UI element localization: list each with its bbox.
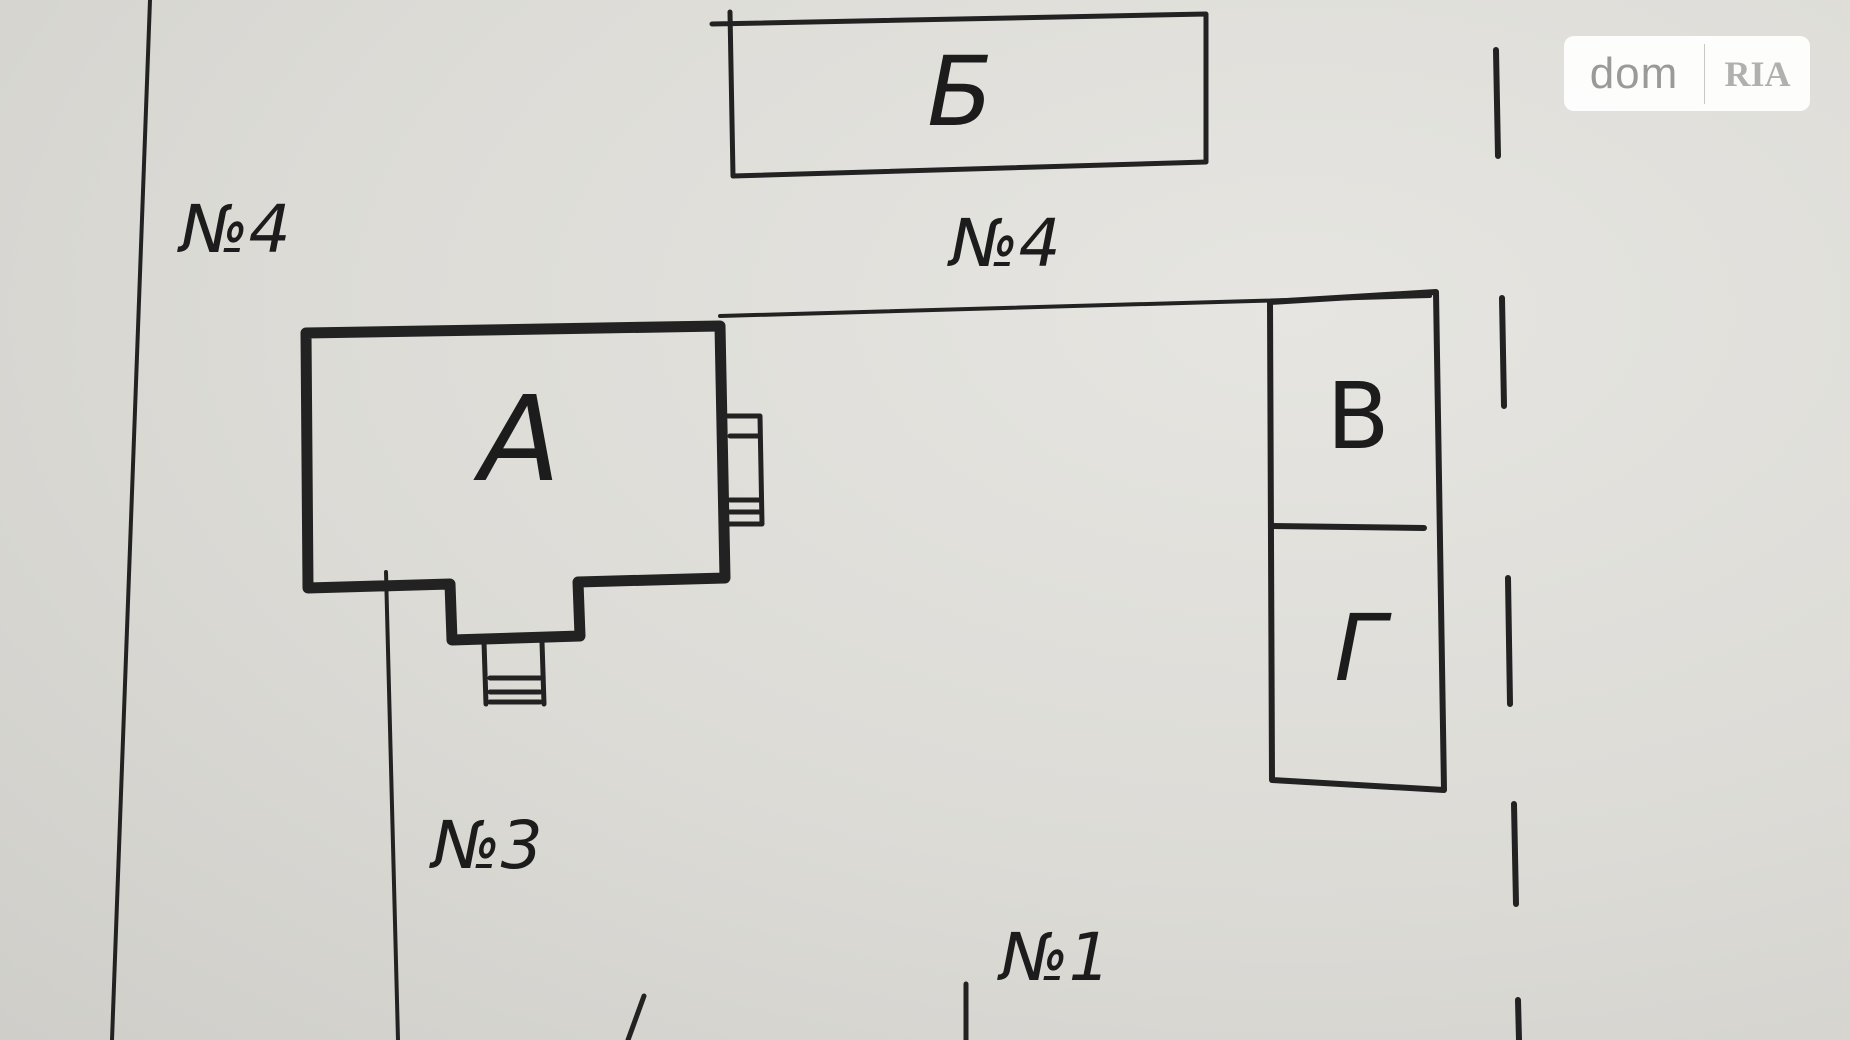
watermark-text: dom <box>1589 48 1679 98</box>
watermark-divider <box>1704 43 1705 104</box>
neighbor-top-label: №4 <box>947 205 1061 282</box>
building-b: Б <box>709 9 1209 179</box>
ria-logo-icon: RIA <box>1724 53 1791 94</box>
building-v-g-block: В Г <box>1267 289 1447 793</box>
dom-ria-watermark: dom RIA <box>1564 36 1810 111</box>
plot-1-label: №1 <box>997 919 1111 996</box>
building-g-label: Г <box>1334 595 1392 702</box>
building-a: А <box>300 320 765 707</box>
front-stairs <box>481 639 547 707</box>
building-a-label: А <box>473 370 561 508</box>
bottom-curve-mark <box>625 993 647 1040</box>
block-divider <box>1269 523 1427 531</box>
building-b-label: Б <box>927 36 993 148</box>
neighbor-left-label: №4 <box>177 191 291 268</box>
right-dashed-boundary <box>1493 47 1522 1040</box>
plot-divider-line <box>384 570 400 1040</box>
building-v-label: В <box>1326 363 1389 470</box>
plot-3-label: №3 <box>429 807 543 884</box>
side-stairs <box>725 413 765 527</box>
left-boundary-line <box>110 0 152 1040</box>
